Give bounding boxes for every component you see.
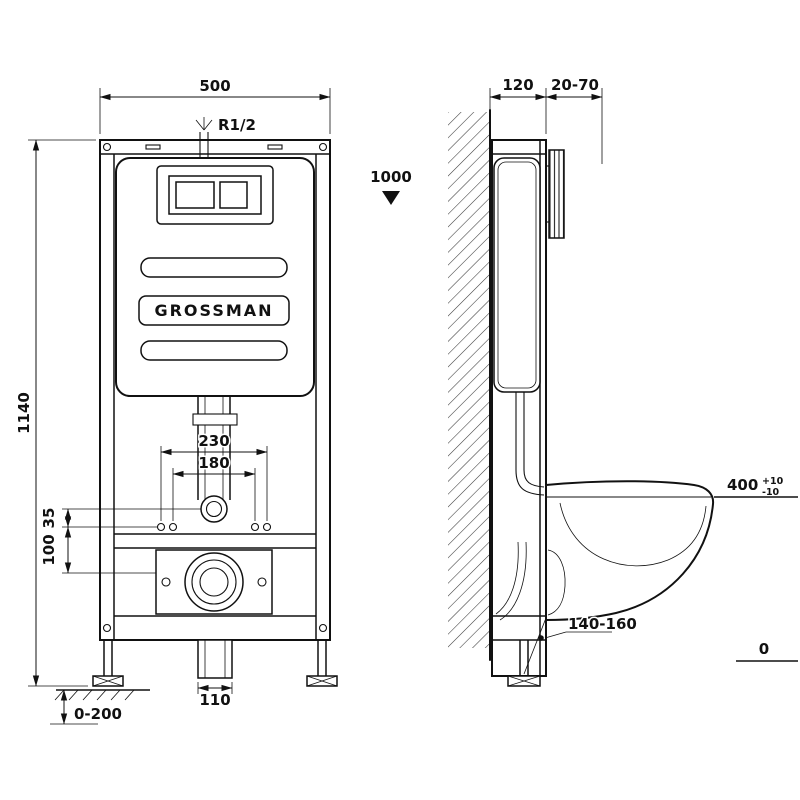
- frame-front: [99, 139, 331, 641]
- width-label: 500: [199, 77, 230, 95]
- mounting-rail: [114, 522, 316, 549]
- side-view: 120 20-70: [448, 75, 798, 687]
- outlet-pipe: [197, 639, 233, 679]
- dim-plate-range: 20-70: [545, 75, 603, 164]
- front-view: 500 1140: [14, 76, 414, 725]
- cistern-slot: [140, 257, 288, 278]
- flush-button-small: [219, 181, 248, 209]
- wall: [448, 109, 491, 661]
- bowl-outline: [545, 480, 715, 622]
- outlet-ring-mid: [191, 559, 237, 605]
- corner-screw-icon: [102, 623, 112, 633]
- offset-upper-label: 35: [40, 508, 58, 529]
- dim-depth-120: 120: [489, 75, 547, 134]
- bottom-outlet: 110: [197, 639, 233, 711]
- flush-plate-block: [548, 149, 565, 239]
- water-inlet: R1/2: [195, 115, 257, 160]
- pipe-clamp: [192, 413, 238, 426]
- flange-bolt: [161, 577, 171, 587]
- dim-height-1140: 1140: [14, 139, 96, 687]
- flush-plate: [168, 175, 262, 215]
- corner-screw-icon: [318, 142, 328, 152]
- fixing-bolt-icon: [538, 635, 544, 641]
- feet-front: [92, 640, 338, 687]
- flush-pipe: [192, 396, 238, 523]
- bolt-hole: [168, 522, 178, 532]
- floor-level-label: 0: [759, 640, 769, 658]
- rim-tol-minus-label: -10: [762, 487, 780, 498]
- toilet-bowl: [545, 480, 715, 622]
- flush-plate-side: [546, 149, 565, 239]
- flush-plate-frame: [156, 165, 274, 225]
- cistern-side-body: [493, 157, 541, 393]
- inlet-thread-label: R1/2: [218, 116, 256, 134]
- brand-plate: [138, 295, 290, 326]
- offset-lower-label: 100: [40, 534, 58, 565]
- top-slot: [267, 144, 283, 150]
- level-rim-height: 400 +10 -10: [714, 475, 798, 498]
- dim-feet-range: 0-200: [50, 689, 150, 725]
- feet-range-label: 0-200: [74, 705, 122, 723]
- bolt-hole: [250, 522, 260, 532]
- span-inner-label: 180: [198, 454, 229, 472]
- dim-span-230: 230: [160, 431, 268, 521]
- dim-offsets-35-100: 35 100: [39, 506, 201, 574]
- bolt-height-label: 140-160: [568, 615, 637, 633]
- wall-hatching: [448, 112, 490, 648]
- rim-tol-plus-label: +10: [762, 476, 784, 487]
- plate-range-label: 20-70: [551, 76, 599, 94]
- pipe-elbow-inner: [205, 500, 223, 518]
- cistern-side: [493, 157, 541, 393]
- level-marker-1000: 1000: [369, 167, 413, 205]
- level-floor: 0: [736, 639, 798, 662]
- rim-height-label: 400: [727, 476, 758, 494]
- span-outer-label: 230: [198, 432, 229, 450]
- outlet-ring-inner: [199, 567, 229, 597]
- feet-side: [507, 617, 547, 687]
- corner-screw-icon: [102, 142, 112, 152]
- flush-button-large: [175, 181, 215, 209]
- pipe-elbow: [200, 495, 228, 523]
- outlet-width-label: 110: [199, 691, 230, 709]
- brand-logo: GROSSMAN: [154, 301, 273, 320]
- dim-span-180: 180: [172, 453, 256, 521]
- dim-bolt-height: 140-160: [538, 614, 638, 641]
- depth-label: 120: [502, 76, 533, 94]
- cistern-side-inner: [497, 161, 537, 389]
- corner-screw-icon: [318, 623, 328, 633]
- level-triangle-icon: [382, 191, 400, 205]
- cistern-slot: [140, 340, 288, 361]
- top-slot: [145, 144, 161, 150]
- outlet-ring-outer: [184, 552, 244, 612]
- height-label: 1140: [15, 392, 33, 434]
- flange-bolt: [257, 577, 267, 587]
- dim-width-500: 500: [99, 76, 331, 134]
- bolt-hole: [262, 522, 272, 532]
- bolt-hole: [156, 522, 166, 532]
- level-label: 1000: [370, 168, 412, 186]
- cistern-front: GROSSMAN: [115, 157, 315, 397]
- outlet-flange: [155, 549, 273, 615]
